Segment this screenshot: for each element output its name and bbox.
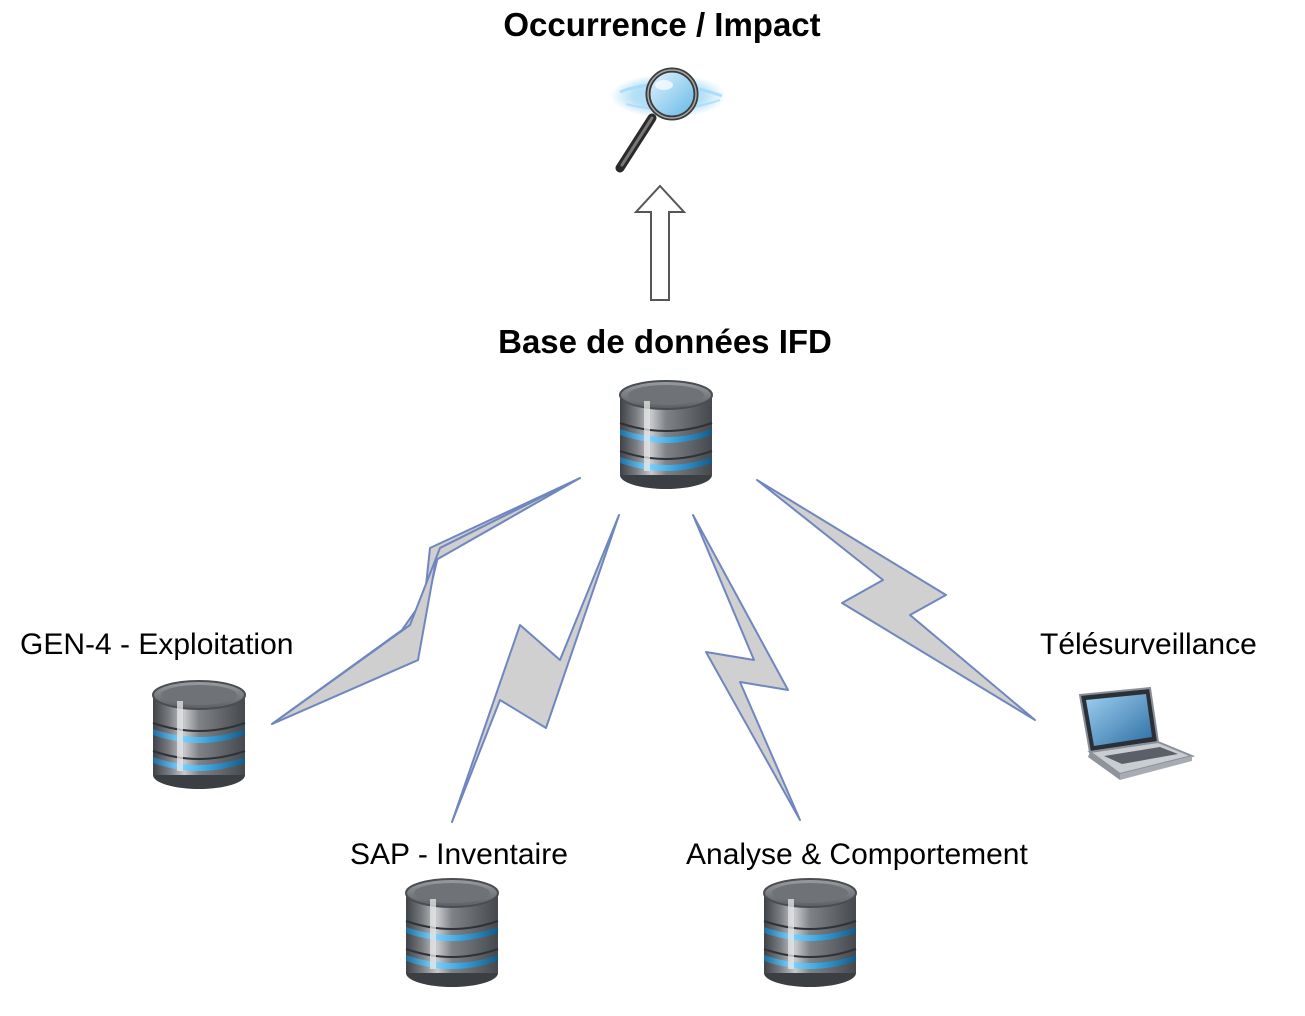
node-label-sap: SAP - Inventaire (350, 838, 568, 871)
connector-tele (756, 479, 1036, 721)
up-arrow (633, 184, 687, 301)
diagram-title: Occurrence / Impact (503, 6, 821, 43)
center-node-label: Base de données IFD (498, 323, 832, 360)
database-icon-analyse (763, 878, 857, 988)
connector-analyse (692, 514, 801, 821)
magnifier-icon (610, 67, 726, 173)
database-icon-gen4 (152, 680, 246, 790)
node-label-gen4: GEN-4 - Exploitation (20, 628, 294, 661)
node-label-analyse: Analyse & Comportement (686, 838, 1028, 871)
connector-gen4 (271, 477, 581, 725)
database-icon-ifd (619, 380, 713, 490)
laptop-icon (1078, 686, 1196, 780)
node-label-tele: Télésurveillance (1040, 628, 1257, 661)
database-icon-sap (405, 878, 499, 988)
connector-sap (451, 514, 620, 823)
